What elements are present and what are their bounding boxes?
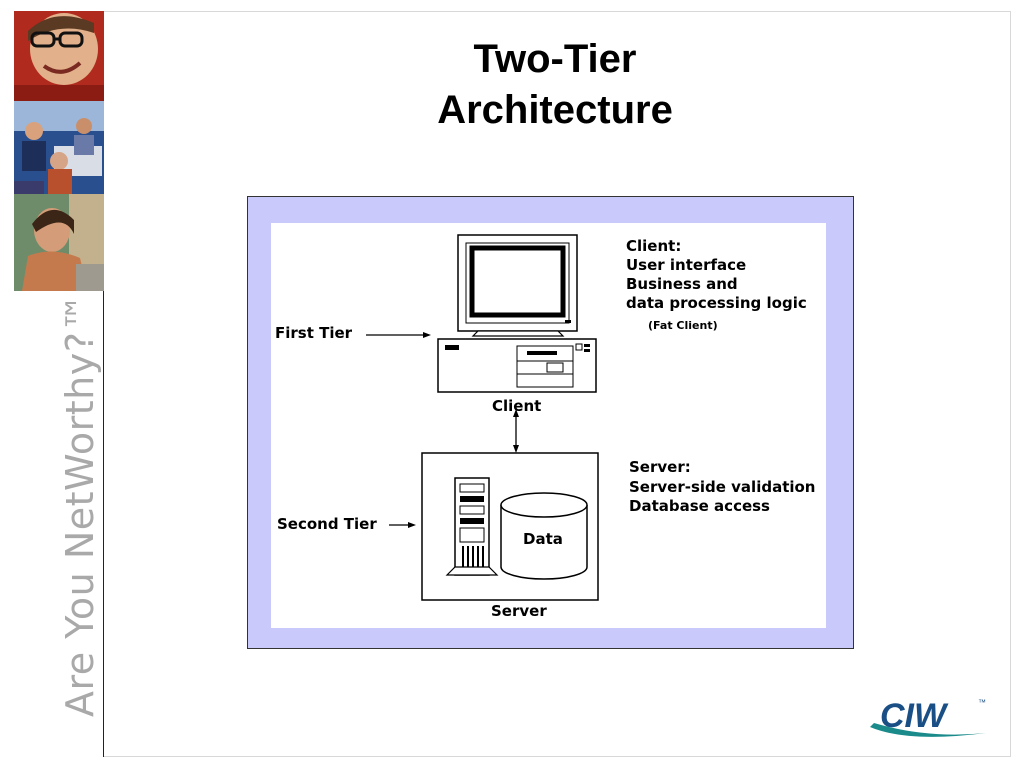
fat-client-note: (Fat Client)	[648, 319, 718, 332]
client-caption: Client	[492, 397, 542, 415]
two-tier-diagram-graphic	[366, 234, 599, 601]
slide-title: Two-Tier Architecture	[300, 34, 810, 136]
left-sidebar	[14, 11, 104, 757]
client-note-line: Business and	[626, 275, 738, 293]
server-caption: Server	[491, 602, 547, 620]
diagram-panel: First Tier Second Tier Client Server Dat…	[247, 196, 854, 649]
photo-woman-smiling	[14, 194, 104, 291]
database-cylinder-icon	[500, 492, 588, 580]
tower-server-icon	[445, 477, 499, 576]
desktop-unit-icon	[437, 338, 597, 393]
photo-meeting-room	[14, 101, 104, 194]
ciw-logo: CIW ™	[868, 693, 998, 747]
tagline-text: Are You NetWorthy?™	[58, 293, 102, 717]
monitor-icon	[457, 234, 578, 337]
first-tier-label: First Tier	[275, 324, 353, 342]
second-tier-label: Second Tier	[277, 515, 377, 533]
data-label: Data	[523, 530, 563, 548]
logo-text: CIW	[880, 697, 949, 735]
server-note-line: Server-side validation	[629, 478, 816, 496]
logo-trademark: ™	[978, 698, 986, 707]
title-line-2: Architecture	[437, 88, 673, 132]
photo-smiling-man	[14, 11, 104, 101]
client-note-line: data processing logic	[626, 294, 807, 312]
diagram-canvas: First Tier Second Tier Client Server Dat…	[271, 223, 826, 628]
title-line-1: Two-Tier	[473, 37, 637, 81]
server-note-line: Server:	[629, 458, 691, 476]
client-note-line: User interface	[626, 256, 747, 274]
server-note-line: Database access	[629, 497, 770, 515]
client-note-line: Client:	[626, 237, 682, 255]
